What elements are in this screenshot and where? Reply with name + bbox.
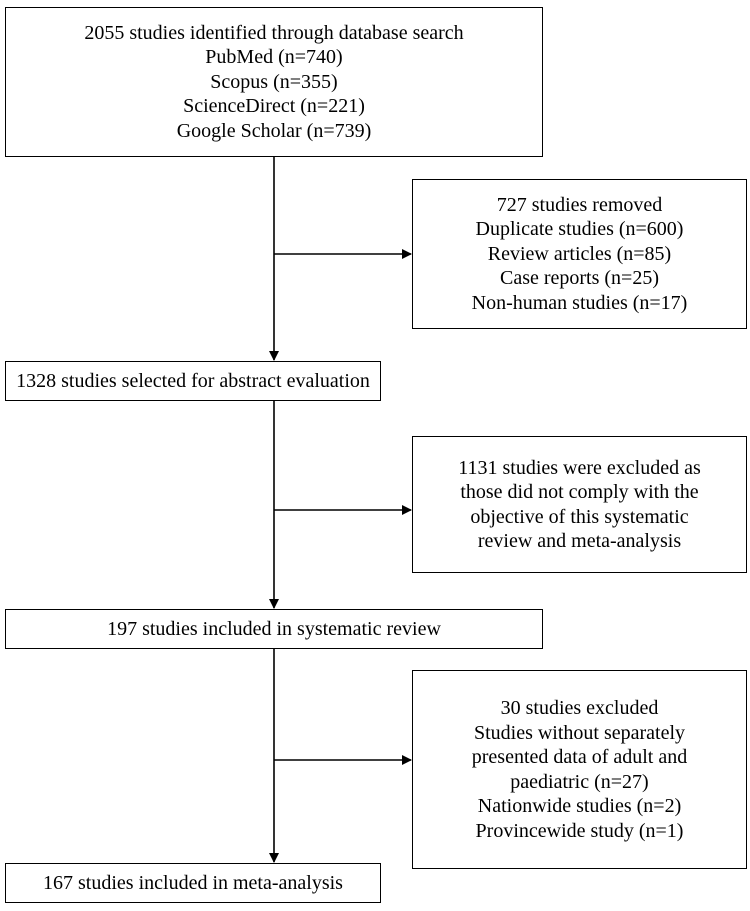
excluded-data-line: presented data of adult and: [471, 746, 688, 768]
removed-box: 727 studies removed Duplicate studies (n…: [412, 179, 747, 329]
excluded-objective-box: 1131 studies were excluded as those did …: [412, 436, 747, 573]
meta-analysis-title: 167 studies included in meta-analysis: [43, 871, 343, 894]
source-pubmed: PubMed (n=740): [205, 46, 343, 69]
excluded-data-line: Nationwide studies (n=2): [477, 795, 682, 817]
excluded-objective-line: objective of this systematic: [470, 505, 689, 528]
excluded-data-title: 30 studies excluded: [500, 697, 659, 719]
excluded-data-box: 30 studies excluded Studies without sepa…: [412, 670, 747, 869]
removed-reviews: Review articles (n=85): [487, 242, 672, 265]
identified-title: 2055 studies identified through database…: [84, 21, 464, 44]
removed-duplicates: Duplicate studies (n=600): [475, 218, 684, 241]
excluded-data-line: Studies without separately: [473, 721, 686, 744]
systematic-review-box: 197 studies included in systematic revie…: [5, 609, 543, 649]
removed-case-reports: Case reports (n=25): [499, 267, 659, 290]
excluded-objective-line: review and meta-analysis: [477, 530, 682, 552]
source-google-scholar: Google Scholar (n=739): [176, 119, 372, 142]
excluded-objective-line: 1131 studies were excluded as: [458, 456, 701, 479]
source-sciencedirect: ScienceDirect (n=221): [183, 95, 365, 118]
abstract-evaluation-title: 1328 studies selected for abstract evalu…: [16, 369, 370, 392]
systematic-review-title: 197 studies included in systematic revie…: [107, 617, 441, 640]
identified-box: 2055 studies identified through database…: [5, 7, 543, 157]
source-scopus: Scopus (n=355): [210, 70, 338, 93]
removed-title: 727 studies removed: [496, 193, 663, 216]
meta-analysis-box: 167 studies included in meta-analysis: [5, 863, 381, 903]
excluded-data-line: paediatric (n=27): [510, 770, 649, 793]
excluded-data-line: Provincewide study (n=1): [475, 819, 684, 842]
removed-non-human: Non-human studies (n=17): [471, 291, 688, 314]
excluded-objective-line: those did not comply with the: [460, 481, 699, 503]
abstract-evaluation-box: 1328 studies selected for abstract evalu…: [5, 361, 381, 401]
